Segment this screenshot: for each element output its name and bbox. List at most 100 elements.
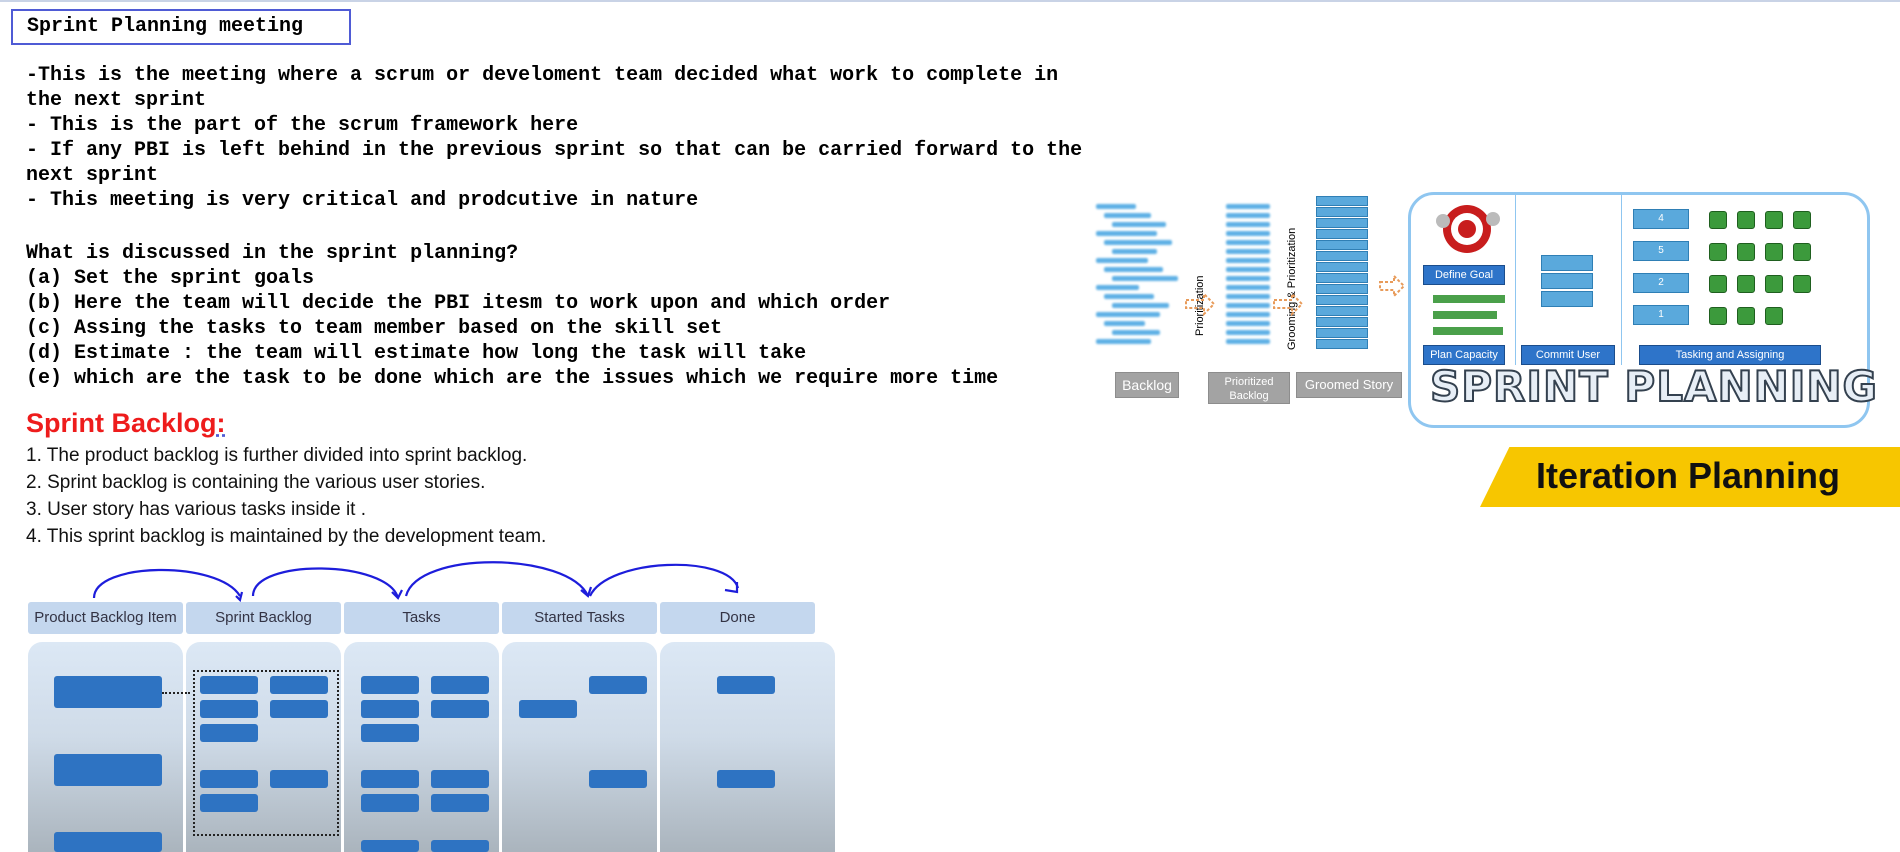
pbi-card (54, 832, 162, 852)
sprint-backlog-item: 1. The product backlog is further divide… (26, 445, 528, 466)
backlog-line (1112, 276, 1178, 281)
task-card (361, 724, 419, 742)
groomed-item (1316, 240, 1368, 250)
commit-user-story-tag: Commit User Story (1521, 345, 1615, 379)
iteration-planning-banner: Iteration Planning (1480, 447, 1900, 507)
backlog-line (1096, 312, 1160, 317)
column-product-backlog (28, 642, 183, 852)
backlog-line (1226, 276, 1270, 281)
backlog-line (1096, 258, 1148, 263)
task-card (431, 794, 489, 812)
task-card (431, 676, 489, 694)
story-stack (1541, 273, 1593, 289)
column-header-done: Done (660, 602, 815, 634)
story-stack (1541, 255, 1593, 271)
backlog-line (1226, 222, 1270, 227)
assignee-icon (1737, 243, 1755, 261)
task-card (361, 770, 419, 788)
backlog-line (1096, 339, 1151, 344)
task-card (200, 770, 258, 788)
task-stack: 5 (1633, 241, 1689, 261)
groomed-item (1316, 317, 1368, 327)
sprint-planning-banner: SPRINT PLANNING (1429, 361, 1879, 412)
page-title: Sprint Planning meeting (11, 9, 351, 45)
assignee-icon (1709, 243, 1727, 261)
task-card (270, 676, 328, 694)
discussion-point: (b) Here the team will decide the PBI it… (26, 292, 891, 315)
flow-arrows-small (1185, 273, 1406, 317)
backlog-line (1112, 222, 1166, 227)
task-card (200, 794, 258, 812)
divider (1515, 195, 1516, 365)
task-card (717, 676, 775, 694)
groomed-item (1316, 273, 1368, 283)
pbi-card (54, 676, 162, 708)
groomed-item (1316, 339, 1368, 349)
heading-colon: : (216, 408, 226, 438)
groomed-item (1316, 295, 1368, 305)
task-card (431, 770, 489, 788)
task-card (361, 676, 419, 694)
backlog-line (1226, 321, 1270, 326)
groomed-item (1316, 218, 1368, 228)
backlog-line (1096, 231, 1157, 236)
backlog-line (1226, 267, 1270, 272)
task-card (270, 700, 328, 718)
backlog-line (1112, 249, 1157, 254)
task-card (431, 700, 489, 718)
target-icon (1436, 205, 1500, 253)
groomed-item (1316, 284, 1368, 294)
column-header-sprint-backlog: Sprint Backlog (186, 602, 341, 634)
task-card (361, 840, 419, 852)
discussion-point: (a) Set the sprint goals (26, 267, 315, 290)
backlog-line (1096, 285, 1139, 290)
sprint-backlog-item: 4. This sprint backlog is maintained by … (26, 526, 547, 547)
capacity-bar (1433, 295, 1505, 303)
column-header-product-backlog: Product Backlog Item (28, 602, 183, 634)
tasking-assigning-tag: Tasking and Assigning (1639, 345, 1821, 365)
backlog-line (1104, 267, 1163, 272)
sprint-backlog-item: 2. Sprint backlog is containing the vari… (26, 472, 486, 493)
task-card (717, 770, 775, 788)
backlog-line (1226, 303, 1270, 308)
heading-text: Sprint Backlog (26, 408, 217, 438)
groomed-item (1316, 229, 1368, 239)
intro-line: next sprint (26, 164, 159, 187)
link-dotted-line (162, 692, 190, 694)
backlog-line (1226, 285, 1270, 290)
divider (1621, 195, 1622, 365)
groomed-item (1316, 262, 1368, 272)
assignee-icon (1709, 275, 1727, 293)
capacity-bar (1433, 327, 1503, 335)
backlog-line (1112, 330, 1160, 335)
task-card (589, 770, 647, 788)
column-header-tasks: Tasks (344, 602, 499, 634)
pbi-card (54, 754, 162, 786)
task-stack: 2 (1633, 273, 1689, 293)
story-stack (1541, 291, 1593, 307)
assignee-icon (1709, 307, 1727, 325)
flow-arrows (92, 561, 740, 603)
task-card (431, 840, 489, 852)
discussion-point: (e) which are the task to be done which … (26, 367, 999, 390)
backlog-line (1226, 204, 1270, 209)
intro-line: - This is the part of the scrum framewor… (26, 114, 579, 137)
task-card (589, 676, 647, 694)
groomed-story-label: Groomed Story (1296, 372, 1402, 398)
iteration-planning-label: Iteration Planning (1536, 455, 1841, 496)
column-started-tasks (502, 642, 657, 852)
assignee-icon (1765, 243, 1783, 261)
sprint-planning-illustration: Backlog Prioritized Backlog Groomed Stor… (1090, 190, 1880, 430)
intro-line: -This is the meeting where a scrum or de… (26, 64, 1059, 87)
sprint-backlog-item: 3. User story has various tasks inside i… (26, 499, 367, 520)
backlog-line (1226, 249, 1270, 254)
groomed-item (1316, 196, 1368, 206)
backlog-line (1226, 213, 1270, 218)
capacity-bar (1433, 311, 1497, 319)
assignee-icon (1793, 211, 1811, 229)
backlog-label: Backlog (1115, 372, 1179, 398)
assignee-icon (1709, 211, 1727, 229)
assignee-icon (1765, 307, 1783, 325)
task-card (200, 676, 258, 694)
column-done (660, 642, 835, 852)
